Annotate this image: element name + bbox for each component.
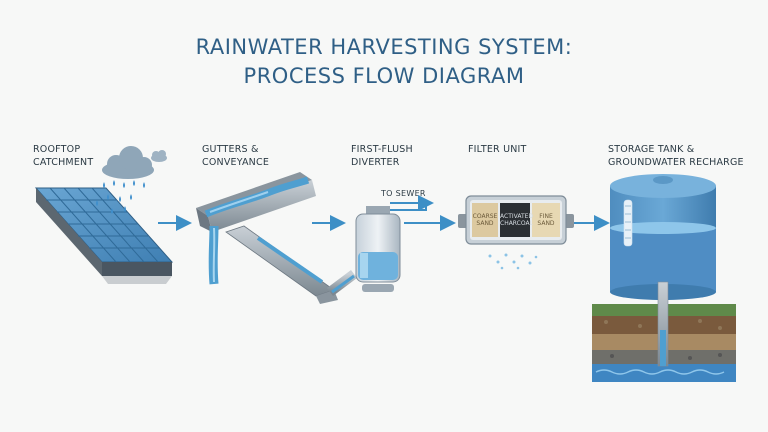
first-flush-chamber	[355, 206, 401, 292]
recharge-well-pipe	[657, 281, 669, 367]
storage-tank	[610, 174, 716, 300]
filtered-droplets	[488, 253, 538, 270]
stage-label-rooftop: ROOFTOP CATCHMENT	[33, 144, 94, 168]
filter-unit	[458, 195, 574, 245]
level-gauge	[623, 199, 633, 247]
filter-media-label-coarse: COARSE SAND	[472, 213, 498, 227]
stage-label-first-flush: FIRST-FLUSH DIVERTER	[351, 144, 413, 168]
rooftop-panel	[34, 187, 174, 284]
coarse-sand-layer	[472, 203, 498, 237]
diagram-title-line-1: RAINWATER HARVESTING SYSTEM:	[195, 35, 573, 59]
filter-media-label-fine: FINE SAND	[537, 213, 555, 227]
diagram-title-line-2: PROCESS FLOW DIAGRAM	[243, 64, 525, 88]
activated-charcoal-layer	[500, 203, 530, 237]
conveyance-pipe	[225, 225, 357, 304]
raindrops	[96, 180, 145, 214]
stage-label-filter: FILTER UNIT	[468, 144, 527, 155]
fine-sand-layer	[532, 203, 560, 237]
stage-label-gutters: GUTTERS & CONVEYANCE	[202, 144, 270, 168]
gutter-channel	[196, 172, 316, 232]
stage-label-storage: STORAGE TANK & GROUNDWATER RECHARGE	[608, 144, 744, 168]
to-sewer-label: TO SEWER	[381, 189, 426, 198]
rain-cloud-icon	[102, 146, 167, 179]
filter-media-label-charcoal: ACTIVATED CHARCOAL	[500, 213, 534, 227]
sewer-outlet-arrow	[390, 203, 427, 211]
